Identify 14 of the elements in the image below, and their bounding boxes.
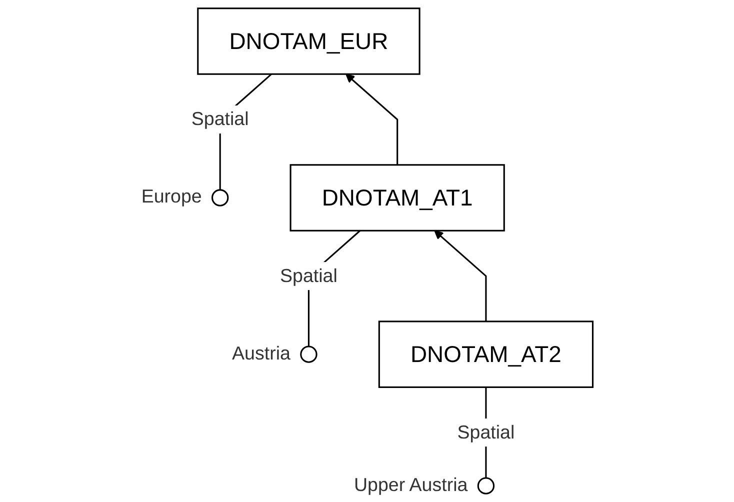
interface-label: Europe [141,186,202,207]
node-box: DNOTAM_AT1 [290,164,505,232]
node-circle [211,189,229,206]
interface-label: Austria [232,342,290,364]
interface-label: Upper Austria [354,474,468,495]
edge-label: Spatial [191,108,249,130]
node-circle [300,346,318,363]
node-box: DNOTAM_EUR [197,8,420,75]
edge-label: Spatial [280,265,338,286]
node-circle [477,477,495,494]
edge-label: Spatial [457,422,515,443]
node-box: DNOTAM_AT2 [378,320,594,388]
arrow [434,230,487,322]
arrow [346,74,398,165]
